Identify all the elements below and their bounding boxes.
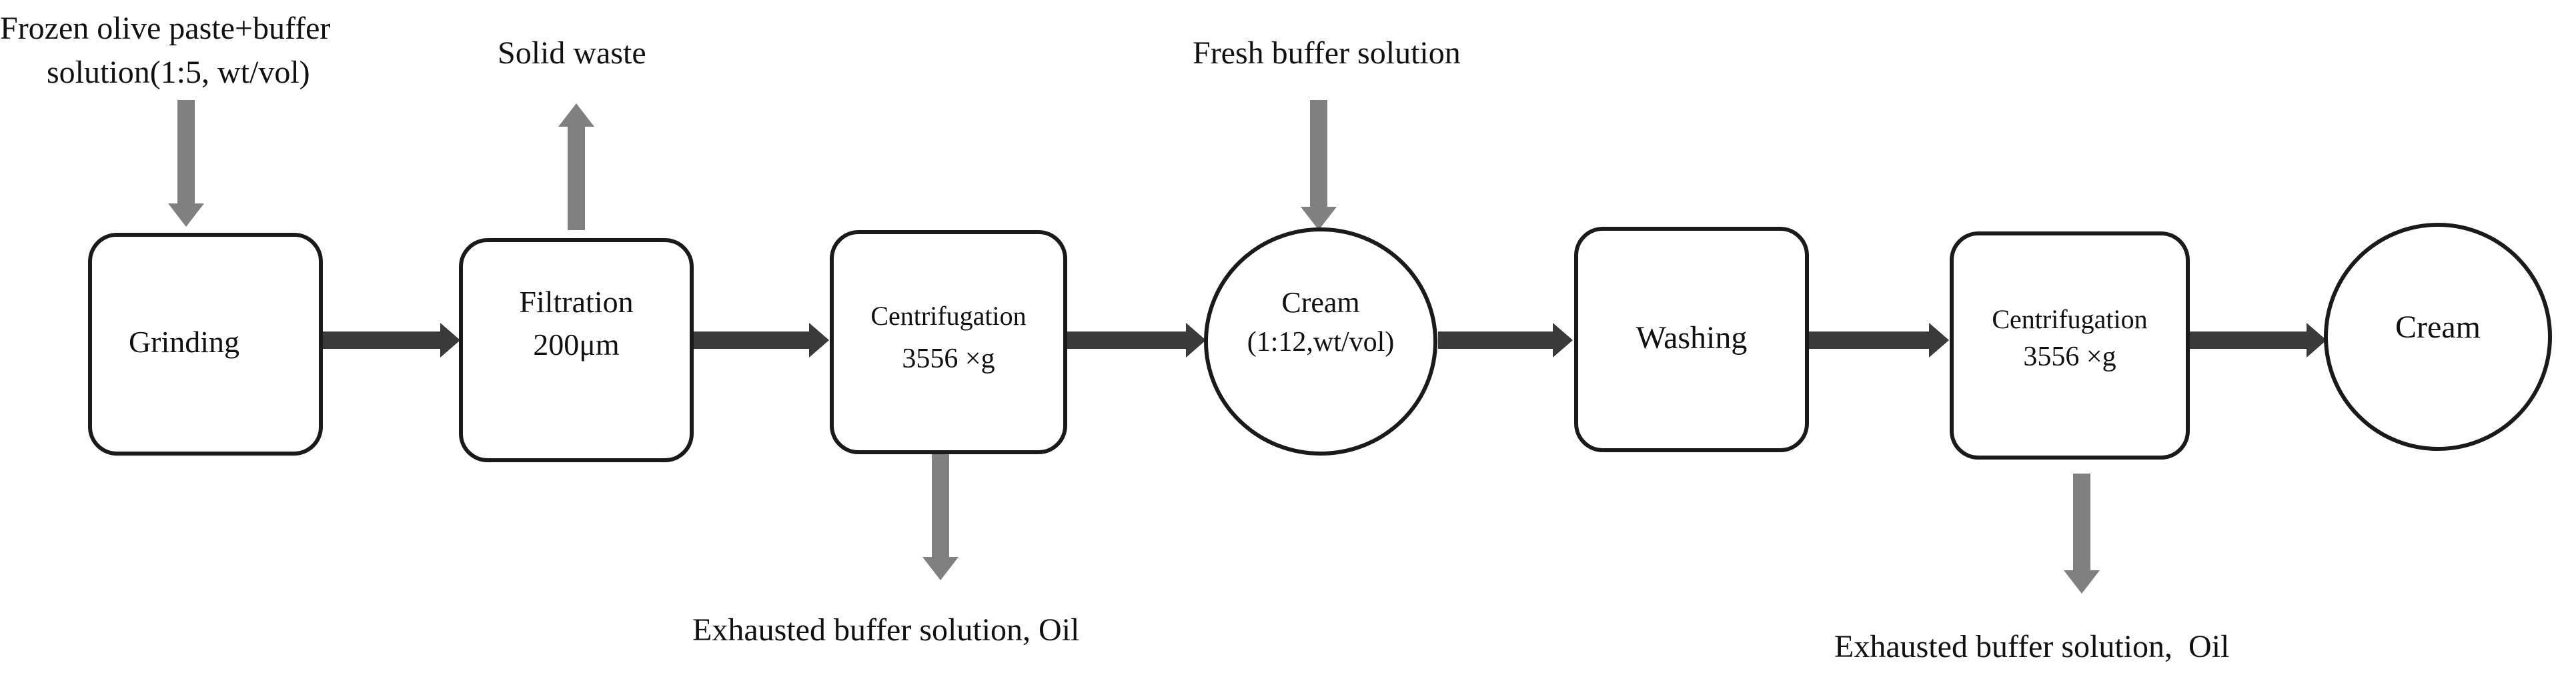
frozen-paste-label-line2: solution(1:5, wt/vol) bbox=[47, 55, 310, 90]
process-steps bbox=[88, 223, 2552, 462]
centrifugation-label-1: Centrifugation bbox=[870, 301, 1026, 331]
arrow-output-solid-waste bbox=[558, 103, 594, 230]
washing-label: Washing bbox=[1636, 320, 1748, 356]
frozen-paste-label-line1: Frozen olive paste+buffer bbox=[0, 11, 330, 46]
filtration-label: Filtration bbox=[519, 285, 633, 319]
filtration-size-label: 200μm bbox=[533, 327, 620, 362]
exhausted-buffer-label-2: Exhausted buffer solution, Oil bbox=[1834, 629, 2229, 664]
centrifugation-box-1 bbox=[830, 230, 1067, 454]
exhausted-buffer-label-1: Exhausted buffer solution, Oil bbox=[692, 612, 1079, 648]
arrow-cream-to-washing bbox=[1438, 323, 1573, 358]
cream-circle-2 bbox=[2324, 223, 2552, 451]
centrifugation-label-2: Centrifugation bbox=[1992, 304, 2147, 334]
cream-ratio-label: (1:12,wt/vol) bbox=[1247, 327, 1394, 358]
arrow-output-exhausted-2 bbox=[2064, 474, 2100, 594]
arrow-input-frozen-paste bbox=[168, 100, 204, 227]
cream-label-1: Cream bbox=[1281, 286, 1359, 319]
arrow-input-fresh-buffer bbox=[1301, 100, 1337, 230]
io-labels: Frozen olive paste+buffer solution(1:5, … bbox=[0, 11, 2229, 664]
arrow-centrifugation-to-cream bbox=[1066, 323, 1206, 358]
arrow-washing-to-centrifugation bbox=[1809, 323, 1949, 358]
arrow-centrifugation-to-cream-final bbox=[2190, 323, 2327, 358]
solid-waste-label: Solid waste bbox=[498, 35, 646, 71]
step-labels: Grinding Filtration 200μm Centrifugation… bbox=[129, 285, 2481, 374]
cream-label-2: Cream bbox=[2395, 309, 2481, 345]
grinding-box bbox=[88, 233, 323, 456]
centrifugation-box-2 bbox=[1950, 231, 2190, 460]
centrifugation-speed-label-1: 3556 ×g bbox=[902, 344, 995, 374]
centrifugation-speed-label-2: 3556 ×g bbox=[2023, 342, 2116, 372]
fresh-buffer-label: Fresh buffer solution bbox=[1193, 35, 1461, 71]
washing-box bbox=[1574, 227, 1809, 452]
flow-arrows bbox=[323, 323, 2327, 358]
arrow-grinding-to-filtration bbox=[323, 323, 460, 358]
grinding-label: Grinding bbox=[129, 325, 239, 359]
filtration-box bbox=[459, 238, 694, 462]
side-arrows bbox=[168, 100, 2100, 594]
arrow-filtration-to-centrifugation bbox=[694, 323, 829, 358]
cream-circle-1 bbox=[1204, 227, 1437, 456]
arrow-output-exhausted-1 bbox=[922, 454, 958, 580]
